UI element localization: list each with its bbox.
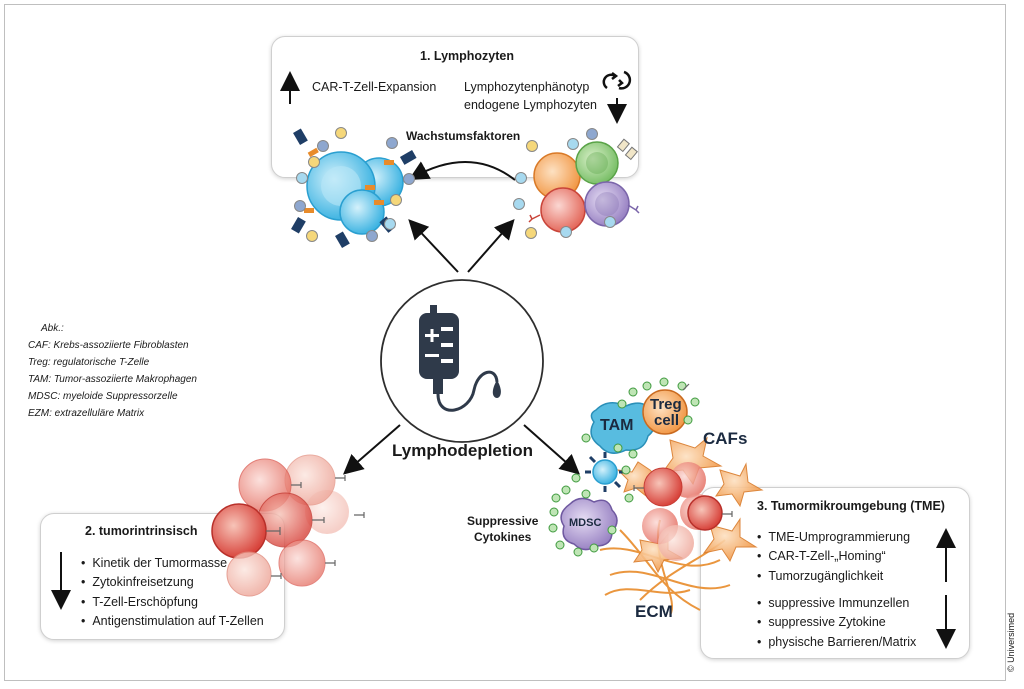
box3-down-item: • physische Barrieren/Matrix <box>757 635 917 649</box>
copyright-text: © Universimed <box>1006 612 1016 672</box>
treg-label-1: Treg <box>650 396 682 413</box>
mdsc-label: MDSC <box>569 517 601 529</box>
box1-right-text-2: endogene Lymphozyten <box>464 98 597 112</box>
cafs-label: CAFs <box>703 429 747 448</box>
growth-factor-label: Wachstumsfaktoren <box>406 129 521 143</box>
center-circle <box>380 279 544 443</box>
suppressive-label-2: Cytokines <box>474 530 532 544</box>
abbrev-heading: Abk.: <box>41 323 64 334</box>
tumor-cell-cluster <box>211 454 365 597</box>
box3-down-item: • suppressive Immunzellen <box>757 596 910 610</box>
arrow-to-car-t <box>408 219 459 273</box>
tme-cluster <box>548 377 764 616</box>
box2-item: • T-Zell-Erschöpfung <box>81 595 198 609</box>
box3-up-item: • CAR-T-Zell-„Homing“ <box>757 549 886 563</box>
infusion-bag-icon <box>419 305 501 412</box>
box3-up-item: • Tumorzugänglichkeit <box>757 569 884 583</box>
tam-label: TAM <box>600 417 633 434</box>
growth-factor-arrow <box>408 161 516 181</box>
box3-title: 3. Tumormikroumgebung (TME) <box>757 499 945 513</box>
box1-title: 1. Lymphozyten <box>420 49 514 63</box>
arrow-to-tme <box>523 424 580 475</box>
abbrev-line: EZM: extrazelluläre Matrix <box>28 408 145 419</box>
arrow-to-tumor <box>342 424 401 475</box>
suppressive-label-1: Suppressive <box>467 514 539 528</box>
ecm-label: ECM <box>635 602 673 621</box>
abbrev-line: TAM: Tumor-assoziierte Makrophagen <box>28 374 197 385</box>
box2-title: 2. tumorintrinsisch <box>85 524 198 538</box>
cycle-icon <box>602 70 632 90</box>
box3-up-item: • TME-Umprogrammierung <box>757 530 911 544</box>
treg-label-2: cell <box>654 412 679 429</box>
box1-right-text-1: Lymphozytenphänotyp <box>464 80 590 94</box>
abbrev-line: CAF: Krebs-assoziierte Fibroblasten <box>28 340 189 351</box>
box1-left-text: CAR-T-Zell-Expansion <box>312 80 437 94</box>
tme-box <box>700 487 970 659</box>
car-t-cell-cluster <box>291 127 417 249</box>
lymphodepletion-label: Lymphodepletion <box>392 441 534 460</box>
box2-item: • Kinetik der Tumormasse <box>81 556 228 570</box>
abbrev-line: Treg: regulatorische T-Zelle <box>28 357 150 368</box>
box2-item: • Zytokinfreisetzung <box>81 575 194 589</box>
outer-frame <box>4 4 1006 681</box>
endogenous-lymphocyte-cluster <box>513 128 640 239</box>
abbrev-line: MDSC: myeloide Suppressorzelle <box>28 391 178 402</box>
arrow-to-lymphocytes <box>467 218 515 273</box>
box2-item: • Antigenstimulation auf T-Zellen <box>81 614 264 628</box>
box3-down-item: • suppressive Zytokine <box>757 615 886 629</box>
